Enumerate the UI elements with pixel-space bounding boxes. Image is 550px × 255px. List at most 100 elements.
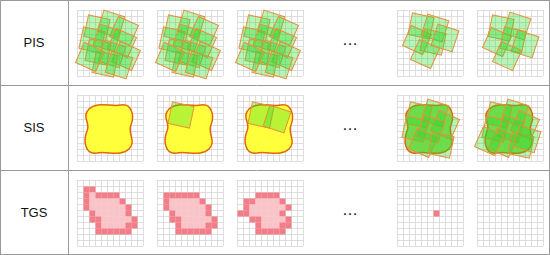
frame-panel bbox=[397, 180, 464, 247]
panel-background bbox=[477, 10, 543, 76]
grid-cell bbox=[126, 223, 132, 229]
grid-line bbox=[537, 95, 538, 161]
grid-cell bbox=[262, 193, 268, 199]
grid-cell bbox=[90, 217, 96, 223]
grid-line bbox=[519, 180, 520, 246]
row-label: TGS bbox=[21, 206, 48, 219]
grid-line bbox=[77, 155, 143, 156]
grid-cell bbox=[108, 229, 114, 235]
grid-line bbox=[397, 10, 398, 76]
grid-cell bbox=[280, 217, 286, 223]
panel-background bbox=[397, 10, 463, 76]
grid-line bbox=[397, 192, 463, 193]
patch-square bbox=[75, 42, 104, 71]
grid-line bbox=[163, 95, 164, 161]
grid-cell bbox=[164, 193, 170, 199]
frame-panel bbox=[235, 10, 303, 79]
frame-panel bbox=[75, 10, 143, 79]
grid bbox=[397, 95, 464, 162]
grid-line bbox=[237, 10, 238, 76]
grid-cell bbox=[114, 193, 120, 199]
frame-panel bbox=[474, 95, 543, 162]
grid-cell bbox=[126, 229, 132, 235]
grid-cell bbox=[170, 199, 176, 205]
patch-square bbox=[474, 126, 503, 155]
ellipsis: … bbox=[342, 117, 358, 133]
grid-line bbox=[397, 228, 463, 229]
grid-cell bbox=[274, 217, 280, 223]
panel-background bbox=[77, 95, 143, 161]
grid-cell bbox=[170, 211, 176, 217]
grid-line bbox=[457, 95, 458, 161]
frame-panel bbox=[477, 10, 544, 77]
grid-line bbox=[501, 180, 502, 246]
grid-line bbox=[483, 180, 484, 246]
grid-line bbox=[217, 10, 218, 76]
grid bbox=[237, 95, 304, 162]
grid-cell bbox=[96, 211, 102, 217]
grid-cell bbox=[274, 205, 280, 211]
panel-background bbox=[237, 180, 303, 246]
grid-line bbox=[237, 10, 303, 11]
grid-cell bbox=[120, 229, 126, 235]
grid-cell bbox=[126, 217, 132, 223]
grid-line bbox=[445, 180, 446, 246]
grid-line bbox=[451, 180, 452, 246]
grid-cell bbox=[250, 211, 256, 217]
grid-line bbox=[297, 180, 298, 246]
grid-cell bbox=[250, 205, 256, 211]
grid-line bbox=[397, 10, 463, 11]
grid-line bbox=[397, 180, 463, 181]
patch-square bbox=[235, 42, 264, 71]
grid-cell bbox=[120, 223, 126, 229]
grid-line bbox=[477, 10, 478, 76]
grid-line bbox=[143, 180, 144, 246]
ellipsis: … bbox=[342, 202, 358, 218]
grid-cell bbox=[102, 199, 108, 205]
grid-cell bbox=[188, 193, 194, 199]
grid-line bbox=[477, 161, 543, 162]
frame-panel bbox=[77, 180, 144, 247]
grid bbox=[77, 180, 144, 247]
grid-cell bbox=[164, 205, 170, 211]
grid-cell bbox=[194, 211, 200, 217]
grid-cell bbox=[96, 223, 102, 229]
grid-cell bbox=[170, 205, 176, 211]
grid-cell bbox=[96, 217, 102, 223]
patch-square bbox=[185, 51, 213, 79]
grid-line bbox=[397, 95, 463, 96]
grid-line bbox=[157, 101, 223, 102]
grid-line bbox=[477, 204, 543, 205]
grid bbox=[157, 95, 224, 162]
grid-line bbox=[495, 180, 496, 246]
grid-cell bbox=[262, 223, 268, 229]
grid-cell bbox=[84, 199, 90, 205]
grid-cell bbox=[250, 217, 256, 223]
grid-line bbox=[477, 234, 543, 235]
grid-cell bbox=[268, 229, 274, 235]
grid bbox=[477, 180, 544, 247]
grid-line bbox=[397, 240, 463, 241]
grid-cell bbox=[256, 217, 262, 223]
grid-line bbox=[77, 95, 78, 161]
panel-background bbox=[397, 180, 463, 246]
grid-cell bbox=[126, 205, 132, 211]
grid-line bbox=[543, 180, 544, 246]
grid-line bbox=[237, 95, 238, 161]
frame-panel bbox=[157, 95, 224, 162]
grid-line bbox=[537, 180, 538, 246]
region-blob bbox=[85, 105, 132, 154]
grid-cell bbox=[176, 229, 182, 235]
grid-line bbox=[397, 180, 398, 246]
grid-line bbox=[543, 10, 544, 76]
grid-line bbox=[427, 180, 428, 246]
grid-cell bbox=[212, 223, 218, 229]
grid bbox=[477, 10, 544, 77]
grid-cell bbox=[188, 229, 194, 235]
grid-line bbox=[83, 95, 84, 161]
patch-square bbox=[105, 51, 133, 79]
grid-cell bbox=[206, 229, 212, 235]
grid-line bbox=[77, 180, 78, 246]
grid-cell bbox=[206, 211, 212, 217]
grid-line bbox=[217, 180, 218, 246]
